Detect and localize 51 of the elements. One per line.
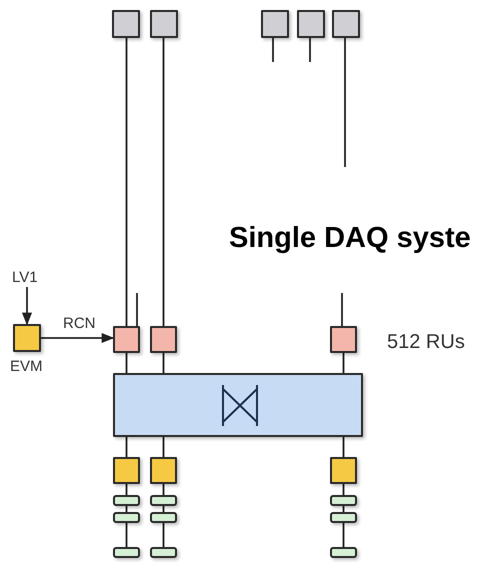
module-box [150, 10, 178, 38]
connector-line [342, 437, 344, 457]
buffer-bar [330, 512, 357, 523]
module-box [297, 10, 325, 38]
module-box [13, 324, 41, 352]
buffer-bar [113, 547, 140, 558]
connector-line [162, 506, 164, 512]
connector-line [162, 437, 164, 457]
connector-line [162, 484, 164, 495]
diagram-title: Single DAQ syste [229, 222, 471, 255]
signal-label: LV1 [12, 269, 38, 286]
module-box [261, 10, 289, 38]
readout-unit-box [150, 326, 177, 353]
buffer-bar [330, 547, 357, 558]
connector-line [342, 353, 344, 373]
connector-line [162, 523, 164, 547]
connector-line [341, 293, 343, 326]
connector-line [272, 38, 274, 62]
connector-line [162, 38, 164, 326]
connector-line [344, 38, 346, 167]
connector-line [126, 484, 128, 495]
module-box [150, 457, 177, 484]
switch-box [113, 373, 363, 437]
module-box [112, 10, 140, 38]
module-box [113, 457, 140, 484]
connector-line [126, 353, 128, 373]
connector-line [126, 523, 128, 547]
arrow [22, 287, 32, 326]
connector-line [162, 353, 164, 373]
module-box [332, 10, 360, 38]
connector-line [342, 506, 344, 512]
edge-label: RCN [63, 315, 96, 332]
unit-count-label: 512 RUs [387, 331, 465, 354]
buffer-bar [150, 495, 177, 506]
readout-unit-box [113, 326, 140, 353]
connector-line [342, 484, 344, 495]
connector-line [136, 293, 138, 326]
buffer-bar [150, 547, 177, 558]
buffer-bar [113, 512, 140, 523]
module-box [330, 457, 357, 484]
buffer-bar [150, 512, 177, 523]
connector-line [342, 523, 344, 547]
buffer-bar [330, 495, 357, 506]
readout-unit-box [330, 326, 357, 353]
connector-line [309, 38, 311, 62]
connector-line [126, 506, 128, 512]
arrow [41, 332, 114, 344]
connector-line [126, 38, 128, 326]
connector-line [126, 437, 128, 457]
node-caption: EVM [10, 358, 43, 375]
buffer-bar [113, 495, 140, 506]
